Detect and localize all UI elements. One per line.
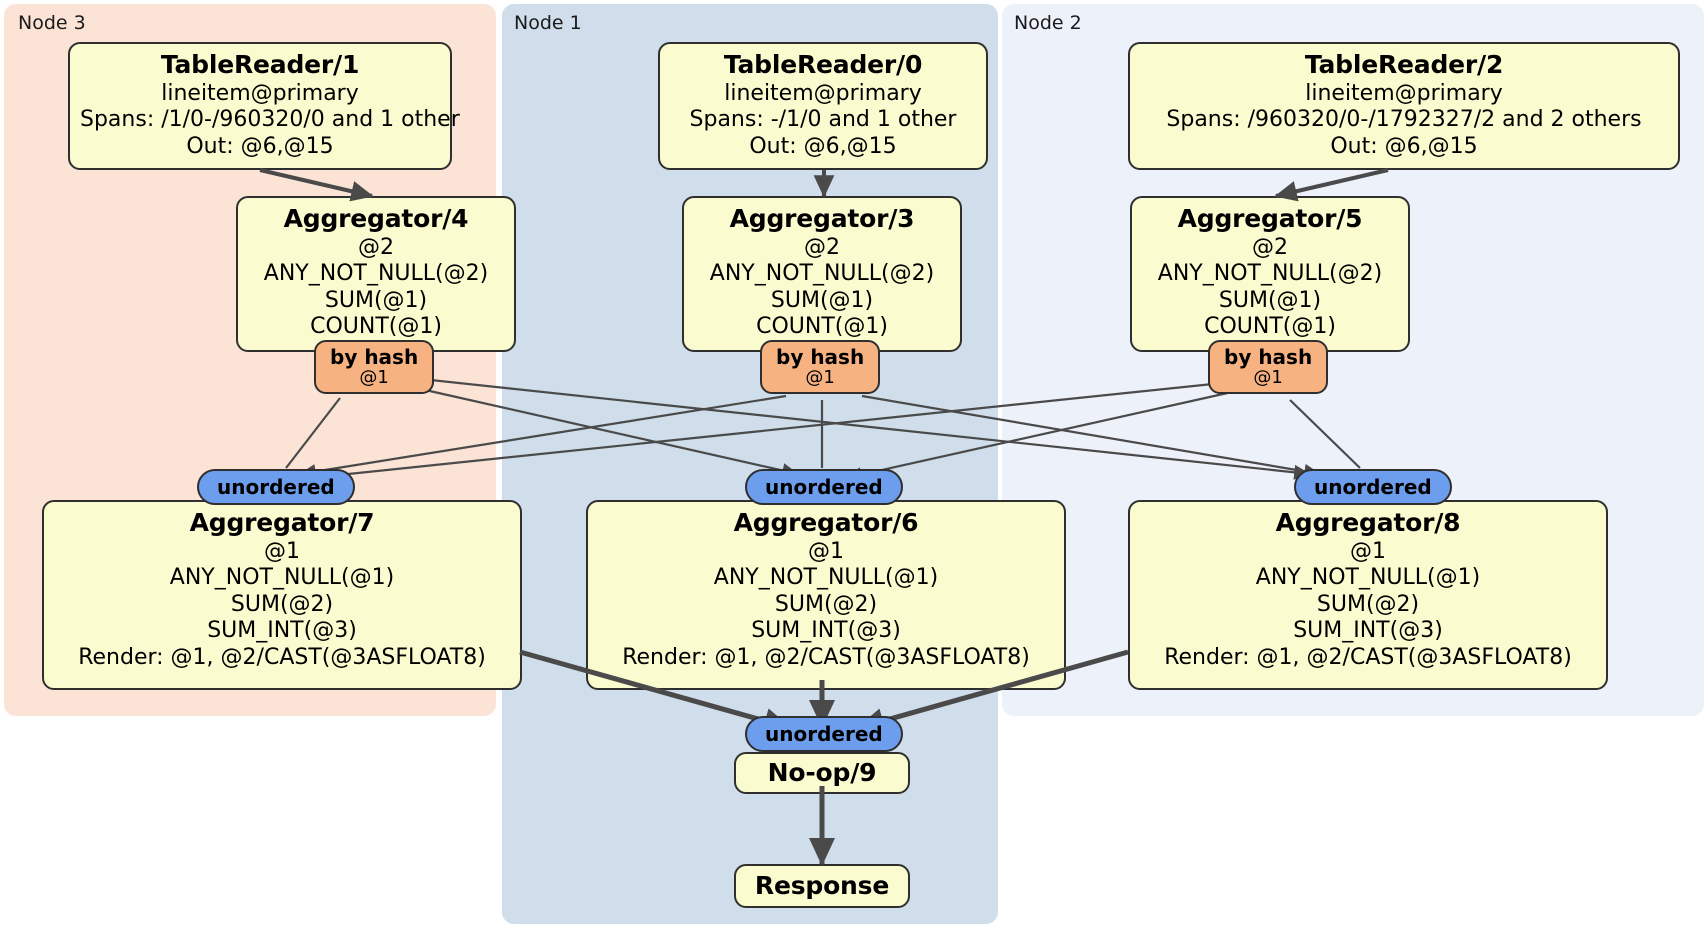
node-label-node1: Node 1 [514, 12, 582, 34]
processor-line: ANY_NOT_NULL(@2) [709, 261, 935, 287]
processor-line: @1 [808, 539, 844, 564]
router-label: by hash [1224, 345, 1313, 369]
node-label-node3: Node 3 [18, 12, 86, 34]
processor-line: SUM(@2) [230, 591, 334, 617]
processor-title: Aggregator/3 [729, 204, 915, 233]
processor-line: @1 [1350, 539, 1386, 564]
processor-title: Aggregator/5 [1177, 204, 1363, 233]
processor-line: Spans: -/1/0 and 1 other [689, 107, 957, 133]
router-by-hash-middle[interactable]: by hash @1 [760, 340, 881, 394]
processor-title: TableReader/0 [723, 50, 923, 79]
processor-title: Aggregator/6 [733, 508, 919, 537]
processor-line: ANY_NOT_NULL(@2) [263, 261, 489, 287]
processor-line: @2 [358, 235, 394, 260]
processor-title: TableReader/1 [160, 50, 360, 79]
processor-line: SUM(@1) [770, 287, 874, 313]
processor-title: Response [754, 871, 890, 900]
processor-aggregator-5[interactable]: Aggregator/5 @2 ANY_NOT_NULL(@2) SUM(@1)… [1130, 196, 1410, 352]
processor-line: Out: @6,@15 [1330, 133, 1478, 159]
processor-line: COUNT(@1) [310, 314, 442, 340]
processor-line: Out: @6,@15 [749, 133, 897, 159]
processor-aggregator-4[interactable]: Aggregator/4 @2 ANY_NOT_NULL(@2) SUM(@1)… [236, 196, 516, 352]
processor-line: Render: @1, @2/CAST(@3ASFLOAT8) [78, 644, 486, 670]
processor-title: TableReader/2 [1304, 50, 1504, 79]
node-label-node2: Node 2 [1014, 12, 1082, 34]
processor-line: Spans: /960320/0-/1792327/2 and 2 others [1166, 107, 1642, 133]
processor-table-reader-0[interactable]: TableReader/0 lineitem@primary Spans: -/… [658, 42, 988, 170]
processor-title: Aggregator/4 [283, 204, 469, 233]
processor-line: Render: @1, @2/CAST(@3ASFLOAT8) [622, 644, 1030, 670]
processor-aggregator-8[interactable]: Aggregator/8 @1 ANY_NOT_NULL(@1) SUM(@2)… [1128, 500, 1608, 690]
processor-line: COUNT(@1) [756, 314, 888, 340]
processor-line: @2 [1252, 235, 1288, 260]
processor-line: ANY_NOT_NULL(@1) [1255, 565, 1481, 591]
processor-response[interactable]: Response [734, 864, 910, 908]
processor-line: SUM(@2) [1316, 591, 1420, 617]
processor-line: lineitem@primary [1305, 81, 1503, 106]
processor-line: COUNT(@1) [1204, 314, 1336, 340]
router-by-hash-right[interactable]: by hash @1 [1208, 340, 1329, 394]
processor-line: SUM(@2) [774, 591, 878, 617]
processor-table-reader-2[interactable]: TableReader/2 lineitem@primary Spans: /9… [1128, 42, 1680, 170]
stream-unordered-final[interactable]: unordered [745, 716, 903, 752]
stream-unordered-middle[interactable]: unordered [745, 469, 903, 505]
router-label: by hash [330, 345, 419, 369]
processor-line: @2 [804, 235, 840, 260]
processor-title: No-op/9 [767, 758, 877, 787]
processor-line: SUM_INT(@3) [207, 618, 357, 644]
router-label: by hash [776, 345, 865, 369]
processor-aggregator-7[interactable]: Aggregator/7 @1 ANY_NOT_NULL(@1) SUM(@2)… [42, 500, 522, 690]
router-column: @1 [1253, 367, 1283, 388]
processor-line: SUM(@1) [1218, 287, 1322, 313]
processor-line: SUM(@1) [324, 287, 428, 313]
processor-title: Aggregator/8 [1275, 508, 1461, 537]
processor-line: ANY_NOT_NULL(@1) [169, 565, 395, 591]
processor-line: lineitem@primary [161, 81, 359, 106]
processor-aggregator-6[interactable]: Aggregator/6 @1 ANY_NOT_NULL(@1) SUM(@2)… [586, 500, 1066, 690]
processor-line: Render: @1, @2/CAST(@3ASFLOAT8) [1164, 644, 1572, 670]
stream-unordered-right[interactable]: unordered [1294, 469, 1452, 505]
processor-line: Spans: /1/0-/960320/0 and 1 other [80, 107, 460, 133]
stream-unordered-left[interactable]: unordered [197, 469, 355, 505]
router-by-hash-left[interactable]: by hash @1 [314, 340, 435, 394]
processor-title: Aggregator/7 [189, 508, 375, 537]
processor-line: Out: @6,@15 [186, 133, 334, 159]
processor-table-reader-1[interactable]: TableReader/1 lineitem@primary Spans: /1… [68, 42, 460, 170]
processor-line: ANY_NOT_NULL(@1) [713, 565, 939, 591]
processor-line: @1 [264, 539, 300, 564]
processor-line: SUM_INT(@3) [1293, 618, 1443, 644]
router-column: @1 [359, 367, 389, 388]
router-column: @1 [805, 367, 835, 388]
processor-aggregator-3[interactable]: Aggregator/3 @2 ANY_NOT_NULL(@2) SUM(@1)… [682, 196, 962, 352]
processor-line: lineitem@primary [724, 81, 922, 106]
processor-line: SUM_INT(@3) [751, 618, 901, 644]
processor-line: ANY_NOT_NULL(@2) [1157, 261, 1383, 287]
processor-no-op-9[interactable]: No-op/9 [734, 752, 910, 794]
